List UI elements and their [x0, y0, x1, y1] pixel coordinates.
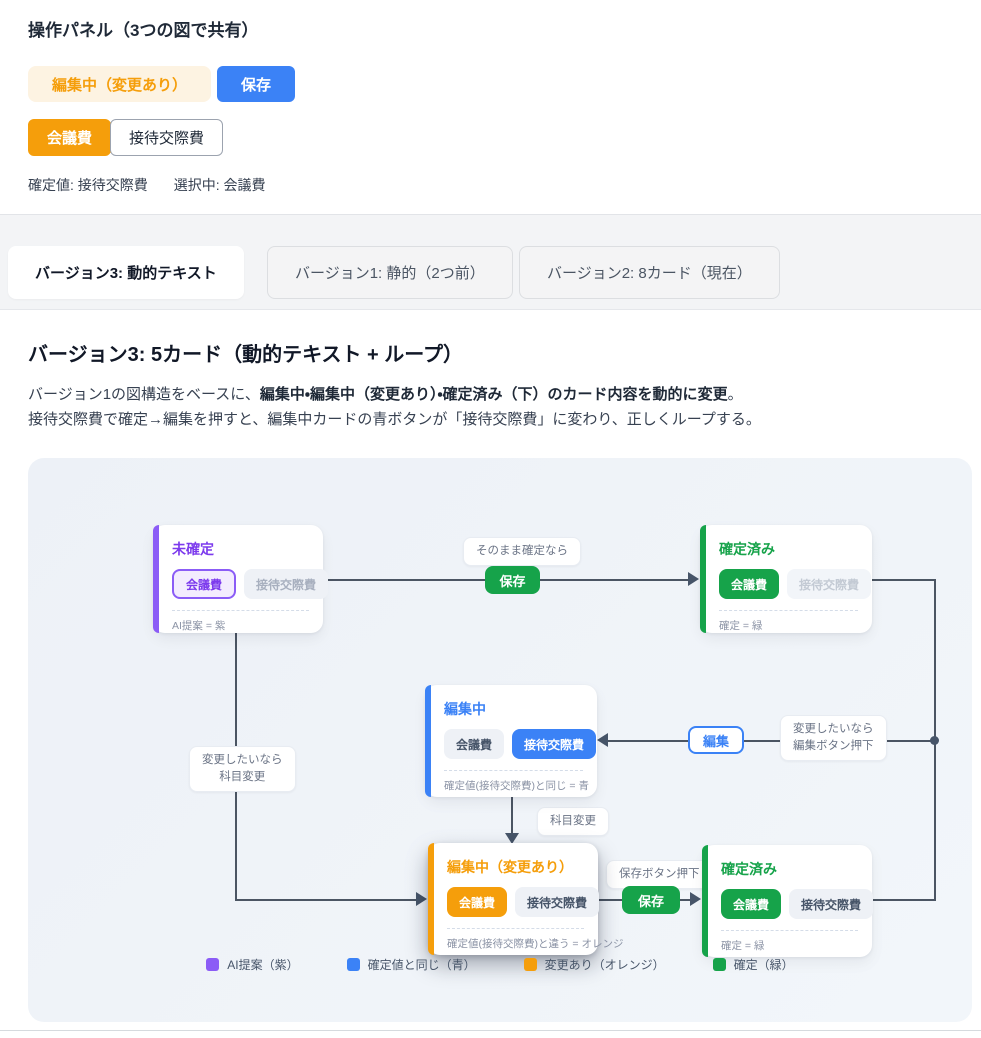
- arrowhead-into-decided-top: [688, 572, 699, 586]
- card-editing-changed-title: 編集中（変更あり）: [447, 859, 573, 875]
- card-decided-top-note: 確定 = 緑: [719, 620, 763, 632]
- card-editing-changed-kaigihi-chip: 会議費: [447, 887, 508, 917]
- divider: [447, 928, 584, 929]
- legend-label-green: 確定（緑）: [733, 958, 794, 972]
- legend-item-decided-green: 確定（緑）: [712, 956, 794, 973]
- legend-swatch-blue: [346, 958, 360, 971]
- arrowhead-down-into-editing-changed: [505, 833, 519, 844]
- card-editing-changed-settai-chip: 接待交際費: [515, 887, 600, 917]
- line-edit-branch: [608, 740, 936, 742]
- card-editing-changed: 編集中（変更あり） 会議費 接待交際費 確定値(接待交際費)と違う = オレンジ: [428, 843, 624, 955]
- junction-dot: [930, 736, 939, 745]
- toggle-kaigihi-button[interactable]: 会議費: [28, 119, 112, 156]
- card-editing: 編集中 会議費 接待交際費 確定値(接待交際費)と同じ = 青: [425, 685, 597, 797]
- status-badge: 編集中（変更あり）: [28, 66, 212, 102]
- tab-version1[interactable]: バージョン1: 静的（2つ前）: [267, 246, 513, 299]
- legend-label-purple: AI提案（紫）: [227, 958, 299, 972]
- desc-line2: 接待交際費で確定→編集を押すと、編集中カードの青ボタンが「接待交際費」に変わり、…: [28, 411, 761, 428]
- diagram-panel: そのまま確定なら 保存 編集 変更したいなら 編集ボタン押下 変更したいなら 科…: [28, 458, 972, 1022]
- legend-item-same-blue: 確定値と同じ（青）: [346, 956, 476, 973]
- card-editing-title: 編集中: [444, 701, 486, 717]
- legend-swatch-purple: [206, 958, 220, 971]
- status-row: 確定値: 接待交際費 選択中: 会議費: [28, 175, 266, 195]
- card-decided-top: 確定済み 会議費 接待交際費 確定 = 緑: [700, 525, 872, 633]
- line-left-to-editing-changed: [235, 899, 417, 901]
- desc-line1-bold: 編集中・編集中（変更あり）・確定済み（下）のカード内容を動的に変更: [259, 386, 728, 403]
- section-heading: バージョン3: 5カード（動的テキスト + ループ）: [28, 344, 464, 366]
- divider: [721, 930, 858, 931]
- label-subject-change: 科目変更: [537, 807, 609, 836]
- bottom-divider: [0, 1030, 981, 1031]
- card-editing-note: 確定値(接待交際費)と同じ = 青: [444, 780, 589, 792]
- legend-swatch-green: [712, 958, 726, 971]
- tab-version3[interactable]: バージョン3: 動的テキスト: [8, 246, 244, 299]
- card-editing-changed-note: 確定値(接待交際費)と違う = オレンジ: [447, 938, 624, 950]
- legend: AI提案（紫） 確定値と同じ（青） 変更あり（オレンジ） 確定（緑）: [28, 956, 972, 973]
- legend-item-changed-orange: 変更あり（オレンジ）: [523, 956, 665, 973]
- card-undecided-note: AI提案 = 紫: [172, 620, 226, 632]
- flow-save-button-top: 保存: [485, 566, 540, 594]
- card-undecided-title: 未確定: [172, 541, 214, 557]
- card-undecided: 未確定 会議費 接待交際費 AI提案 = 紫: [153, 525, 329, 633]
- desc-line1-normal: バージョン1の図構造をベースに、: [28, 386, 260, 403]
- legend-item-ai-purple: AI提案（紫）: [206, 956, 299, 973]
- selected-value-text: 選択中: 会議費: [173, 177, 266, 193]
- card-decided-bottom-title: 確定済み: [721, 861, 777, 877]
- label-want-change-subject-line2: 科目変更: [219, 771, 266, 783]
- label-want-change-subject: 変更したいなら 科目変更: [189, 746, 296, 792]
- divider: [719, 610, 858, 611]
- save-button[interactable]: 保存: [217, 66, 296, 102]
- card-editing-kaigihi-chip: 会議費: [444, 729, 505, 759]
- legend-label-orange: 変更あり（オレンジ）: [544, 958, 665, 972]
- legend-swatch-orange: [523, 958, 537, 971]
- card-decided-top-kaigihi-chip: 会議費: [719, 569, 780, 599]
- legend-label-blue: 確定値と同じ（青）: [367, 958, 476, 972]
- card-decided-bottom-note: 確定 = 緑: [721, 940, 765, 952]
- tab-version2[interactable]: バージョン2: 8カード（現在）: [519, 246, 780, 299]
- label-save-pressed: 保存ボタン押下: [606, 860, 713, 889]
- label-want-change-edit-line2: 編集ボタン押下: [793, 740, 874, 752]
- desc-line1-tail: 。: [727, 386, 743, 403]
- divider: [172, 610, 309, 611]
- card-decided-bottom-settai-chip: 接待交際費: [789, 889, 874, 919]
- card-decided-top-settai-chip: 接待交際費: [787, 569, 872, 599]
- card-undecided-settai-chip: 接待交際費: [244, 569, 329, 599]
- card-decided-top-title: 確定済み: [719, 541, 775, 557]
- flow-save-button-bottom: 保存: [622, 886, 680, 914]
- tab-band: バージョン3: 動的テキスト バージョン1: 静的（2つ前） バージョン2: 8…: [0, 214, 981, 310]
- card-editing-settai-chip: 接待交際費: [512, 729, 597, 759]
- arrowhead-into-decided-bottom: [690, 892, 701, 906]
- line-decided-top-right: [872, 579, 936, 581]
- section-description: バージョン1の図構造をベースに、編集中・編集中（変更あり）・確定済み（下）のカー…: [28, 382, 948, 432]
- card-undecided-kaigihi-chip: 会議費: [172, 569, 237, 599]
- label-want-change-subject-line1: 変更したいなら: [202, 754, 283, 766]
- label-want-change-edit: 変更したいなら 編集ボタン押下: [780, 715, 887, 761]
- label-keep-confirm: そのまま確定なら: [463, 537, 581, 566]
- line-editing-down: [511, 797, 513, 835]
- divider: [444, 770, 583, 771]
- toggle-settaikousaihi-button[interactable]: 接待交際費: [110, 119, 224, 156]
- confirmed-value-text: 確定値: 接待交際費: [28, 177, 148, 193]
- card-decided-bottom-kaigihi-chip: 会議費: [721, 889, 782, 919]
- label-want-change-edit-line1: 変更したいなら: [793, 723, 874, 735]
- card-decided-bottom: 確定済み 会議費 接待交際費 確定 = 緑: [702, 845, 874, 957]
- arrowhead-into-editing-changed: [416, 892, 427, 906]
- line-decided-bottom-right: [872, 899, 936, 901]
- flow-edit-button: 編集: [688, 726, 744, 754]
- arrowhead-into-editing: [597, 733, 608, 747]
- page-title: 操作パネル（3つの図で共有）: [28, 21, 259, 40]
